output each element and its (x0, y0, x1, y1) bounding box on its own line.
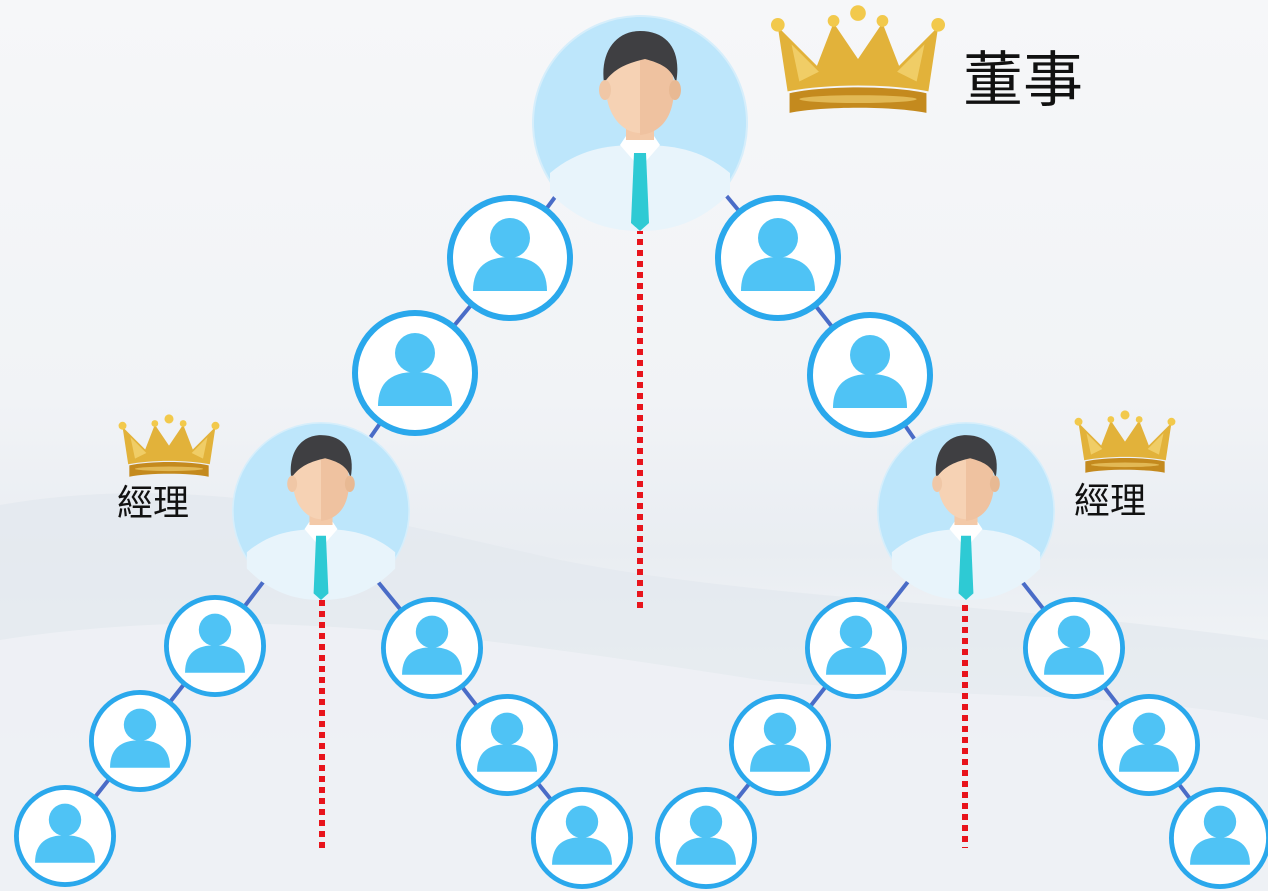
user-icon (1171, 789, 1268, 886)
crown-icon (770, 5, 946, 113)
user-icon (166, 597, 263, 694)
user-icon (91, 692, 188, 789)
manager-label-left: 經理 (117, 483, 189, 524)
manager-avatar-right (877, 422, 1055, 600)
user-icon (807, 599, 904, 696)
user-icon (450, 198, 570, 318)
director-avatar (532, 15, 748, 231)
user-icon (355, 313, 475, 433)
manager-avatar-left (232, 422, 410, 600)
user-icon (16, 787, 113, 884)
user-icon (383, 599, 480, 696)
director-label: 董事 (963, 46, 1083, 116)
dotted-lines (319, 228, 968, 848)
user-icon (458, 696, 555, 793)
crown-icon (118, 414, 220, 477)
user-icon (1100, 696, 1197, 793)
user-icon (657, 789, 754, 886)
user-icon (533, 789, 630, 886)
user-icon (810, 315, 930, 435)
crown-icon (1074, 410, 1176, 473)
user-icon (731, 696, 828, 793)
user-icon (1025, 599, 1122, 696)
manager-label-right: 經理 (1074, 481, 1146, 522)
user-icon (718, 198, 838, 318)
